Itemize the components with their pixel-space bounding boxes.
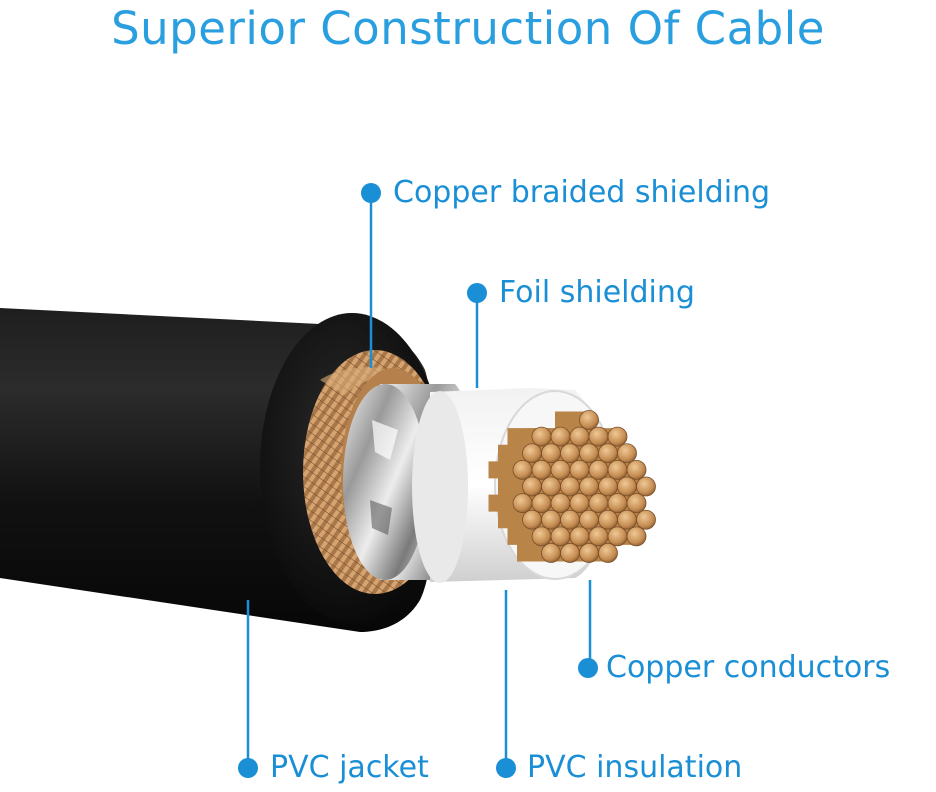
copper-strand (617, 509, 637, 530)
copper-strand (607, 526, 628, 547)
copper-strand (541, 443, 561, 464)
copper-strand (579, 410, 599, 430)
copper-strand (579, 476, 599, 497)
copper-strand (550, 426, 571, 447)
copper-strand (522, 476, 542, 497)
copper-strand (588, 493, 609, 514)
copper-strand (588, 526, 609, 547)
copper-strand (598, 476, 618, 497)
page-title: Superior Construction Of Cable (111, 2, 825, 55)
label-foil-shielding: Foil shielding (499, 275, 695, 310)
copper-strand (531, 459, 552, 480)
copper-strand (607, 459, 628, 480)
copper-strand (569, 459, 590, 480)
copper-strand (579, 509, 599, 530)
label-pvc-insulation: PVC insulation (527, 750, 743, 785)
copper-strand (560, 543, 580, 563)
copper-strand (550, 526, 571, 547)
copper-strand (550, 459, 571, 480)
copper-strand (531, 493, 552, 514)
copper-strand (607, 493, 628, 514)
copper-strand (626, 526, 647, 547)
copper-strand (522, 443, 542, 464)
copper-strand (598, 443, 618, 464)
copper-strand (579, 443, 599, 464)
copper-strand (588, 459, 609, 480)
copper-strand (636, 476, 656, 497)
copper-strand (569, 493, 590, 514)
copper-strand (607, 426, 628, 447)
copper-strand (598, 509, 618, 530)
copper-strand (512, 459, 533, 480)
copper-strand (541, 543, 561, 563)
copper-strand (569, 526, 590, 547)
copper-strand (531, 426, 552, 447)
copper-strand (579, 543, 599, 563)
copper-strand (560, 443, 580, 464)
copper-strand (569, 426, 590, 447)
copper-strand (626, 459, 647, 480)
copper-strand (541, 509, 561, 530)
copper-conductor-strands (488, 410, 656, 563)
label-pvc-jacket: PVC jacket (270, 750, 429, 785)
copper-strand (541, 476, 561, 497)
copper-strand (550, 493, 571, 514)
label-copper-conductors: Copper conductors (606, 650, 891, 685)
copper-strand (531, 526, 552, 547)
copper-strand (636, 509, 656, 530)
label-copper-braided-shielding: Copper braided shielding (393, 175, 771, 210)
copper-strand (588, 426, 609, 447)
copper-strand (598, 543, 618, 563)
copper-strand (617, 443, 637, 464)
copper-strand (522, 509, 542, 530)
copper-strand (560, 509, 580, 530)
copper-strand (617, 476, 637, 497)
leader-lines (238, 183, 598, 778)
copper-strand (560, 476, 580, 497)
copper-strand (626, 493, 647, 514)
copper-strand (512, 493, 533, 514)
